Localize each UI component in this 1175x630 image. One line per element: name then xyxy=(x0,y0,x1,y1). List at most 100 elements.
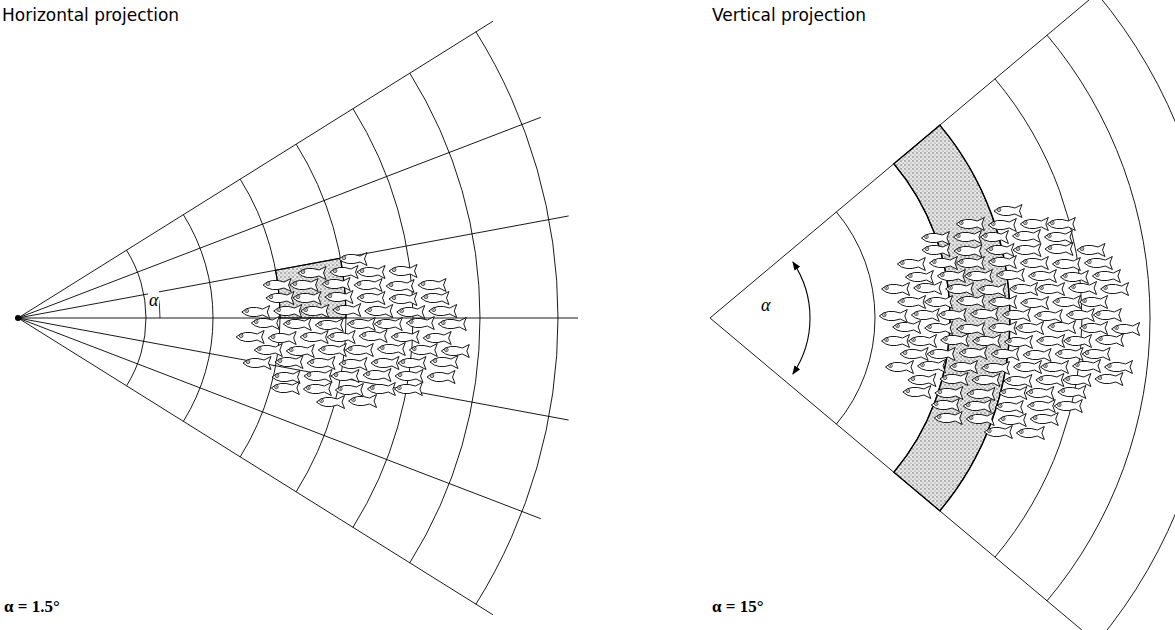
fish xyxy=(395,370,423,383)
fish xyxy=(304,370,332,383)
fish xyxy=(359,330,387,343)
fish xyxy=(377,343,405,356)
fish xyxy=(1077,244,1105,257)
fish xyxy=(917,360,945,373)
range-arc xyxy=(353,109,413,528)
horizontal-beam xyxy=(15,21,578,615)
fish xyxy=(391,331,419,344)
fish xyxy=(998,414,1026,427)
fish xyxy=(339,253,367,266)
fish xyxy=(957,295,985,308)
range-arc xyxy=(1047,35,1150,601)
fish xyxy=(1053,296,1081,309)
fish xyxy=(909,335,937,348)
fish xyxy=(438,318,466,331)
fish xyxy=(1104,361,1132,374)
fish xyxy=(251,317,279,330)
fish xyxy=(931,399,959,412)
fish xyxy=(1063,374,1091,387)
fish xyxy=(925,296,953,309)
beam-angle-value: α = 15° xyxy=(712,598,763,617)
beam-edge xyxy=(710,318,1175,630)
fish xyxy=(303,383,331,396)
fish xyxy=(956,218,984,231)
fish xyxy=(330,266,358,279)
fish xyxy=(254,344,282,357)
fish xyxy=(988,219,1016,232)
fish xyxy=(937,270,965,283)
range-arc xyxy=(240,179,280,457)
fish xyxy=(374,318,402,331)
beam-ray xyxy=(18,318,493,615)
fish xyxy=(996,269,1024,282)
fish xyxy=(1101,283,1129,296)
fish xyxy=(995,401,1023,414)
panel-title: Vertical projection xyxy=(712,6,866,25)
fish xyxy=(371,357,399,370)
fish xyxy=(315,319,343,332)
fish xyxy=(339,358,367,371)
fish xyxy=(925,322,953,335)
fish xyxy=(905,271,933,284)
fish xyxy=(1082,348,1110,361)
fish xyxy=(243,357,271,370)
fish xyxy=(349,395,377,408)
fish xyxy=(418,279,446,292)
fish xyxy=(972,374,1000,387)
fish xyxy=(429,305,457,318)
fish xyxy=(1010,283,1038,296)
fish xyxy=(898,296,926,309)
fish xyxy=(318,344,346,357)
fish xyxy=(1028,270,1056,283)
beam-angle-value: α = 1.5° xyxy=(4,598,60,617)
fish xyxy=(1004,375,1032,388)
fish xyxy=(357,292,385,305)
fish xyxy=(1020,218,1048,231)
fish xyxy=(389,265,417,278)
fish xyxy=(934,412,962,425)
fish xyxy=(1048,321,1076,334)
fish xyxy=(1045,243,1073,256)
fish xyxy=(406,317,434,330)
transducer xyxy=(15,315,21,321)
beam-ray xyxy=(18,318,569,420)
fish xyxy=(911,309,939,322)
fish xyxy=(914,282,942,295)
fish xyxy=(897,258,925,271)
fish xyxy=(1034,310,1062,323)
fish xyxy=(1013,244,1041,257)
fish xyxy=(978,284,1006,297)
range-arc xyxy=(127,250,146,386)
fish xyxy=(921,232,949,245)
fish xyxy=(935,387,963,400)
fish xyxy=(966,413,994,426)
fish xyxy=(363,369,391,382)
fish xyxy=(922,244,950,257)
fish xyxy=(1096,334,1124,347)
fish xyxy=(903,386,931,399)
fish xyxy=(365,305,393,318)
fish xyxy=(325,291,353,304)
beam-ray xyxy=(18,21,493,318)
fish xyxy=(882,335,910,348)
fish xyxy=(421,292,449,305)
fish xyxy=(1016,322,1044,335)
fish xyxy=(949,361,977,374)
fish xyxy=(964,270,992,283)
fish xyxy=(999,387,1027,400)
fish xyxy=(263,279,291,292)
beam-edge xyxy=(710,0,1175,318)
fish xyxy=(1055,348,1083,361)
fish xyxy=(893,321,921,334)
fish xyxy=(409,344,437,357)
fish xyxy=(301,305,329,318)
fish xyxy=(957,323,985,336)
fish xyxy=(1023,349,1051,362)
angle-symbol: α xyxy=(760,296,771,316)
fish xyxy=(427,371,455,384)
fish xyxy=(367,383,395,396)
fish xyxy=(1037,283,1065,296)
fish xyxy=(988,256,1016,269)
